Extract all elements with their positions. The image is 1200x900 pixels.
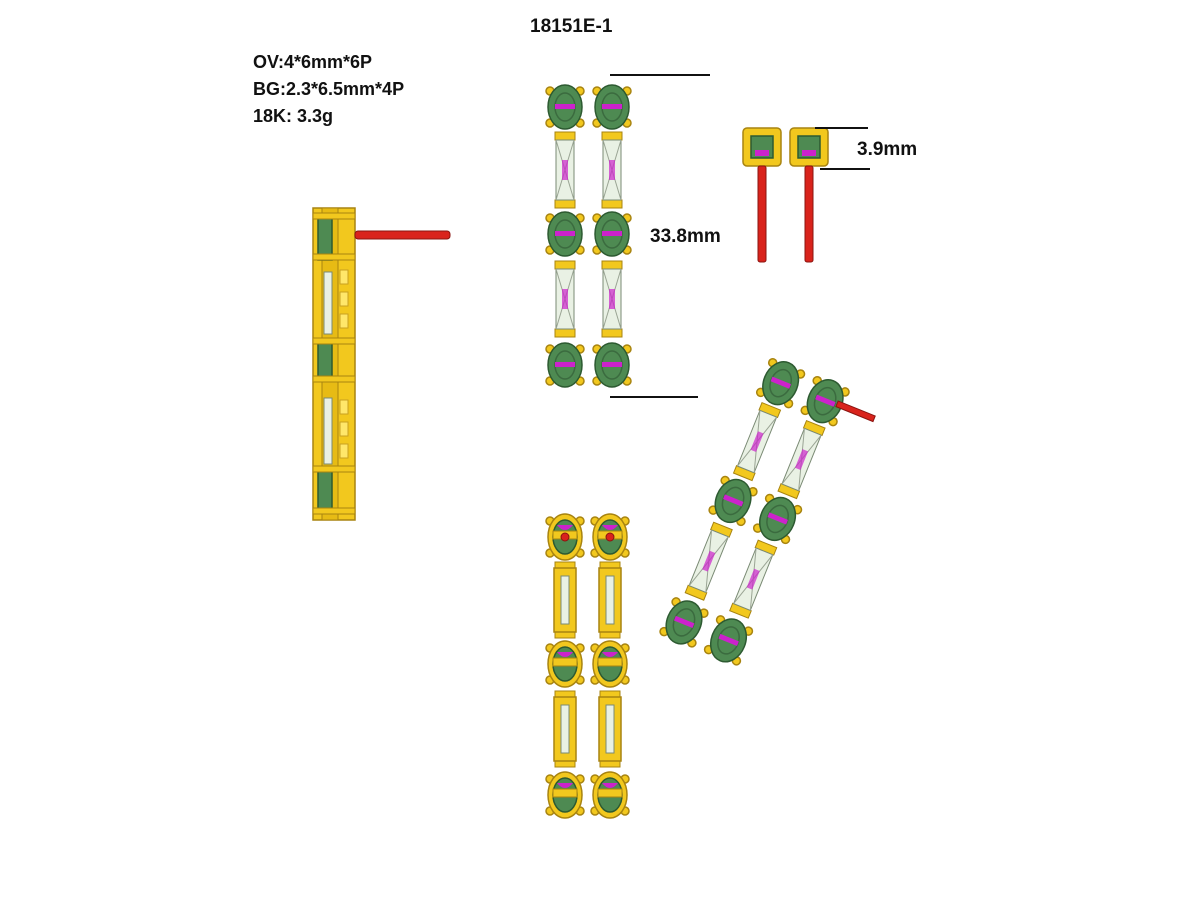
oval-stone-setting xyxy=(800,375,850,427)
oval-stone-setting xyxy=(545,342,585,388)
back-oval-setting xyxy=(545,771,585,819)
length-dimension-label: 33.8mm xyxy=(650,226,721,247)
post-attachment-dot xyxy=(560,532,570,542)
top-view-setting-right xyxy=(789,127,829,263)
back-baguette-setting xyxy=(598,690,622,768)
side-profile-bars xyxy=(339,269,349,459)
back-oval-setting xyxy=(545,640,585,688)
front-view xyxy=(545,84,632,388)
oval-stone-setting xyxy=(592,342,632,388)
baguette-stone-setting xyxy=(554,260,576,338)
baguette-stone-setting xyxy=(729,539,778,619)
side-profile-prongs xyxy=(312,212,356,515)
baguette-stone xyxy=(605,575,615,625)
oval-stone-setting xyxy=(703,615,754,666)
back-view xyxy=(545,513,630,819)
baguette-stone-setting xyxy=(601,260,623,338)
side-profile-ear-post xyxy=(354,230,451,240)
oval-stone-setting xyxy=(545,84,585,130)
oval-stone-setting xyxy=(592,211,632,257)
back-baguette-setting xyxy=(553,690,577,768)
baguette-stone xyxy=(560,704,570,754)
oval-stone-setting xyxy=(545,211,585,257)
side-profile-oval-stone xyxy=(317,469,333,513)
side-profile-baguette-stone xyxy=(323,397,333,465)
back-oval-setting xyxy=(590,771,630,819)
baguette-stone-setting xyxy=(732,401,782,482)
metal-weight-spec: 18K: 3.3g xyxy=(253,106,334,126)
post-attachment-dot xyxy=(605,532,615,542)
oval-stone-setting xyxy=(592,84,632,130)
baguette-stone-setting xyxy=(554,131,576,209)
back-oval-setting xyxy=(590,640,630,688)
oval-stone-setting xyxy=(752,493,803,545)
oval-stone-spec: OV:4*6mm*6P xyxy=(253,52,373,72)
oval-stone-setting xyxy=(659,597,709,648)
baguette-stone-setting xyxy=(777,419,826,500)
side-profile-oval-stone xyxy=(317,214,333,261)
oval-stone-setting xyxy=(708,475,758,527)
side-profile-oval-stone xyxy=(317,339,333,381)
baguette-stone xyxy=(560,575,570,625)
baguette-stone xyxy=(605,704,615,754)
top-view-setting-left xyxy=(742,127,782,263)
oval-stone-setting xyxy=(755,357,806,409)
baguette-stone-setting xyxy=(601,131,623,209)
back-oval-setting xyxy=(590,513,630,561)
top-depth-view xyxy=(742,127,870,263)
baguette-stone-spec: BG:2.3*6.5mm*4P xyxy=(253,79,405,99)
drawing-title: 18151E-1 xyxy=(530,16,613,37)
back-baguette-setting xyxy=(598,561,622,639)
baguette-stone-setting xyxy=(684,521,733,601)
side-profile-baguette-stone xyxy=(323,271,333,335)
depth-dimension-label: 3.9mm xyxy=(857,139,918,160)
side-profile-view xyxy=(312,207,451,521)
back-baguette-setting xyxy=(553,561,577,639)
perspective-view xyxy=(659,357,876,666)
perspective-ear-post xyxy=(835,400,876,423)
